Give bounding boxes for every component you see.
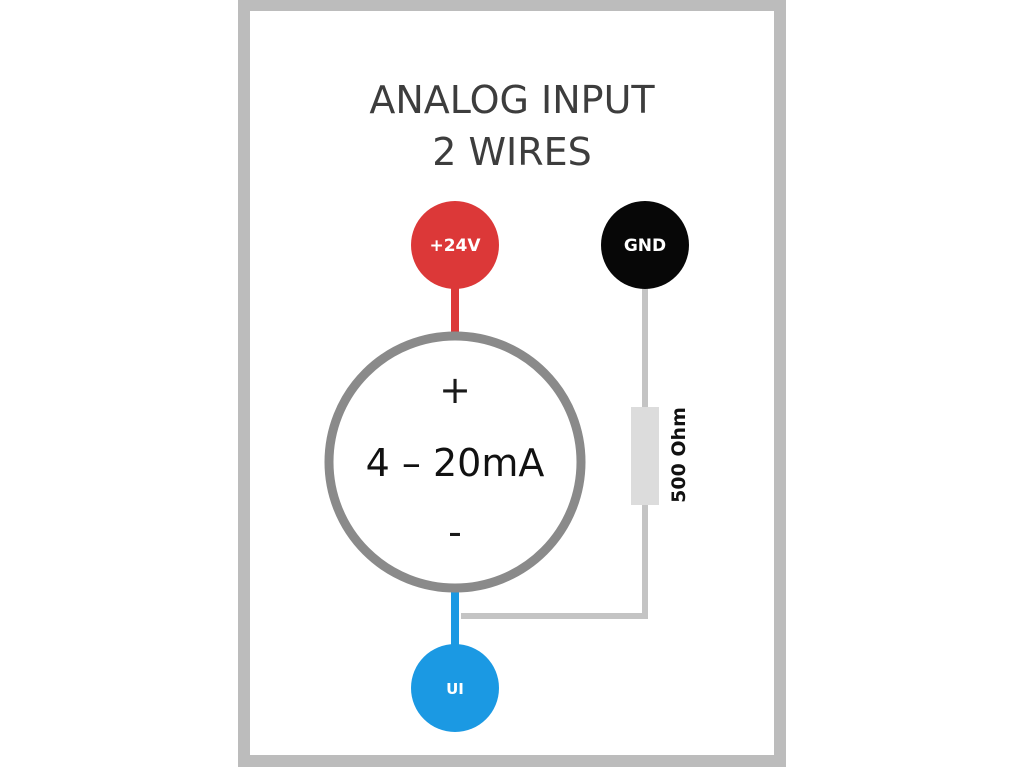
sensor-ring (324, 331, 586, 593)
diagram-title-line-2: 2 WIRES (432, 130, 592, 174)
ground-terminal (601, 201, 689, 289)
sensor-negative-symbol: - (448, 510, 462, 554)
supply-terminal (411, 201, 499, 289)
sensor-positive-symbol: + (439, 368, 471, 412)
resistor-label: 500 Ohm (668, 407, 690, 503)
supply-terminal-label: +24V (429, 236, 481, 256)
ground-wire (461, 285, 648, 619)
diagram-title-line-1: ANALOG INPUT (369, 78, 655, 122)
resistor-body (631, 407, 659, 505)
input-terminal-label: UI (446, 680, 464, 698)
ground-terminal-label: GND (624, 236, 666, 256)
input-terminal (411, 644, 499, 732)
sensor-range-label: 4 – 20mA (366, 441, 545, 485)
diagram-frame (238, 0, 786, 767)
